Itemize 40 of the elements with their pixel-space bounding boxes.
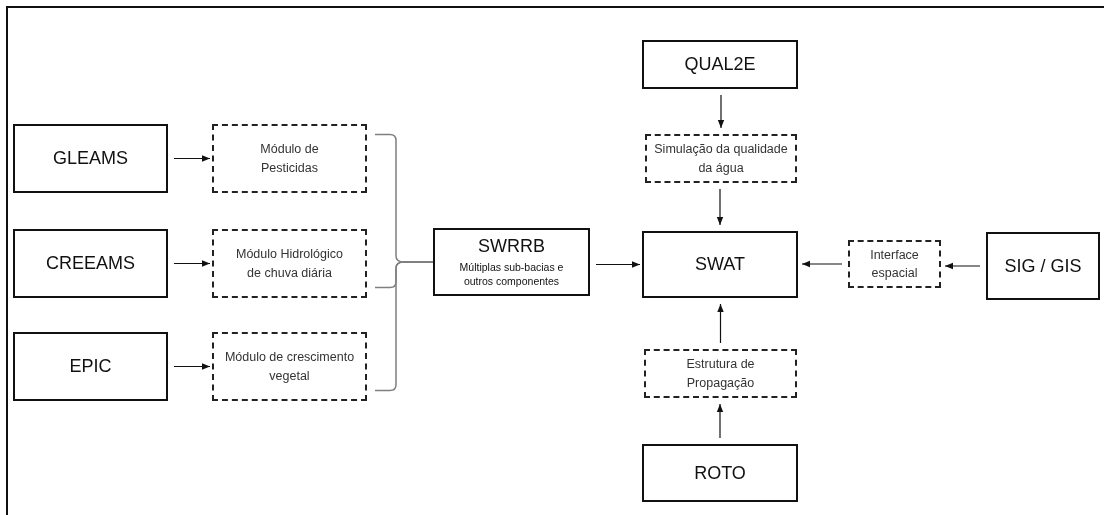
box-description: Múltiplas sub-bacias e outros componentes: [458, 259, 565, 289]
dashed-module-box: [212, 332, 367, 401]
box-label: GLEAMS: [53, 148, 128, 169]
model-box: [13, 124, 168, 193]
box-label: Interface espacial: [869, 246, 920, 282]
dashed-module-box: [212, 124, 367, 193]
box-label: ROTO: [694, 462, 746, 484]
box-label: SWRRB: [478, 235, 545, 257]
dashed-module-box: [645, 134, 797, 183]
arrow: [717, 94, 725, 129]
dashed-module-box: [848, 240, 941, 288]
arrow: [801, 260, 843, 268]
box-label: CREEAMS: [46, 253, 135, 274]
model-box: [13, 332, 168, 401]
box-label: EPIC: [69, 356, 112, 377]
arrow: [173, 155, 211, 162]
brace-connector: [374, 261, 434, 392]
model-box: [13, 229, 168, 298]
model-box: [433, 228, 590, 296]
box-label: SIG / GIS: [1004, 255, 1082, 277]
box-label: Módulo de crescimento vegetal: [223, 349, 356, 385]
model-box: [642, 231, 798, 298]
box-label: Módulo de Pesticidas: [259, 141, 320, 177]
dashed-module-box: [644, 349, 797, 398]
dashed-module-box: [212, 229, 367, 298]
arrow: [595, 261, 641, 268]
arrow: [173, 363, 211, 370]
arrow: [173, 260, 211, 267]
arrow: [944, 262, 981, 270]
box-label: Módulo Hidrológico de chuva diária: [235, 246, 344, 282]
model-box: [986, 232, 1100, 300]
model-box: [642, 40, 798, 89]
model-box: [642, 444, 798, 502]
box-label: Simulação da qualidade da água: [653, 141, 789, 177]
box-label: SWAT: [695, 254, 745, 275]
arrow: [716, 403, 724, 439]
arrow: [717, 303, 724, 344]
box-label: QUAL2E: [684, 54, 756, 75]
box-label: Estrutura de Propagação: [685, 356, 756, 392]
arrow: [716, 188, 724, 226]
